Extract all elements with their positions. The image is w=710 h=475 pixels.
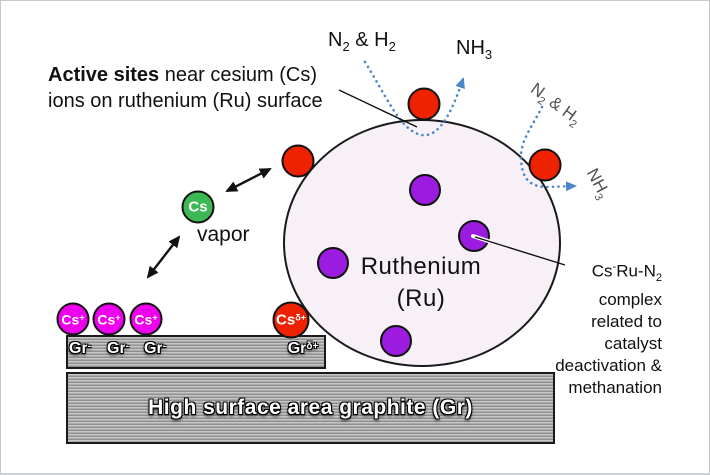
complex-caption-line: complex <box>598 290 662 310</box>
complex-caption: Cs-Ru-N2 complex related to catalyst dea… <box>534 256 662 399</box>
complex-caption-line: related to <box>591 312 662 332</box>
active-site-ball-left <box>281 144 315 178</box>
cs-plus-label: Cs+ <box>97 311 121 327</box>
cs-plus-ion-1: Cs+ <box>56 302 90 336</box>
gr-minus-label-1: Gr- <box>68 340 92 357</box>
cs-plus-ion-2: Cs+ <box>92 302 126 336</box>
cs-vapor-ball: Cs <box>181 190 215 224</box>
vapor-label: vapor <box>197 223 250 246</box>
cs-delta-label: Csδ+ <box>276 311 306 329</box>
cs-ion-in-ru-2 <box>458 220 490 252</box>
graphite-substrate: High surface area graphite (Gr) <box>66 372 555 444</box>
gr-minus-label-3: Gr- <box>143 340 167 357</box>
graphite-substrate-label: High surface area graphite (Gr) <box>148 396 473 419</box>
complex-caption-line: methanation <box>568 378 662 398</box>
cs-plus-label: Cs+ <box>134 311 158 327</box>
cs-exchange-arrow-upper <box>225 167 272 193</box>
active-sites-caption-line1: Active sites near cesium (Cs) <box>48 64 317 86</box>
active-sites-caption: Active sites near cesium (Cs) ions on ru… <box>48 62 323 114</box>
reactant-label-right: N2 & H2 <box>527 79 580 131</box>
gr-delta-label: Grδ+ <box>287 340 319 357</box>
product-label-right: NH3 <box>582 165 612 203</box>
complex-caption-line: deactivation & <box>555 356 662 376</box>
cs-plus-ion-3: Cs+ <box>129 302 163 336</box>
complex-formula: Cs-Ru-N2 <box>591 261 662 285</box>
active-sites-caption-line2: ions on ruthenium (Ru) surface <box>48 90 323 112</box>
gr-minus-label-2: Gr- <box>106 340 130 357</box>
reactant-label-top: N2 & H2 <box>328 29 396 54</box>
cs-vapor-symbol: Cs <box>188 198 208 216</box>
ruthenium-name-line2: (Ru) <box>396 285 446 312</box>
active-site-ball-top <box>407 87 441 121</box>
cs-delta-ion: Csδ+ <box>272 301 310 339</box>
product-label-top: NH3 <box>456 37 493 62</box>
graphite-surface-layer <box>66 335 326 369</box>
ruthenium-particle <box>283 119 561 367</box>
ruthenium-name-line1: Ruthenium <box>360 253 482 280</box>
complex-caption-line: catalyst <box>604 334 662 354</box>
cs-ion-in-ru-3 <box>317 247 349 279</box>
cs-ion-in-ru-1 <box>409 174 441 206</box>
active-site-ball-right <box>528 148 562 182</box>
ruthenium-name: Ruthenium (Ru) <box>335 251 507 315</box>
cs-ion-in-ru-4 <box>380 325 412 357</box>
cs-plus-label: Cs+ <box>61 311 85 327</box>
cs-exchange-arrow-lower <box>146 235 181 279</box>
